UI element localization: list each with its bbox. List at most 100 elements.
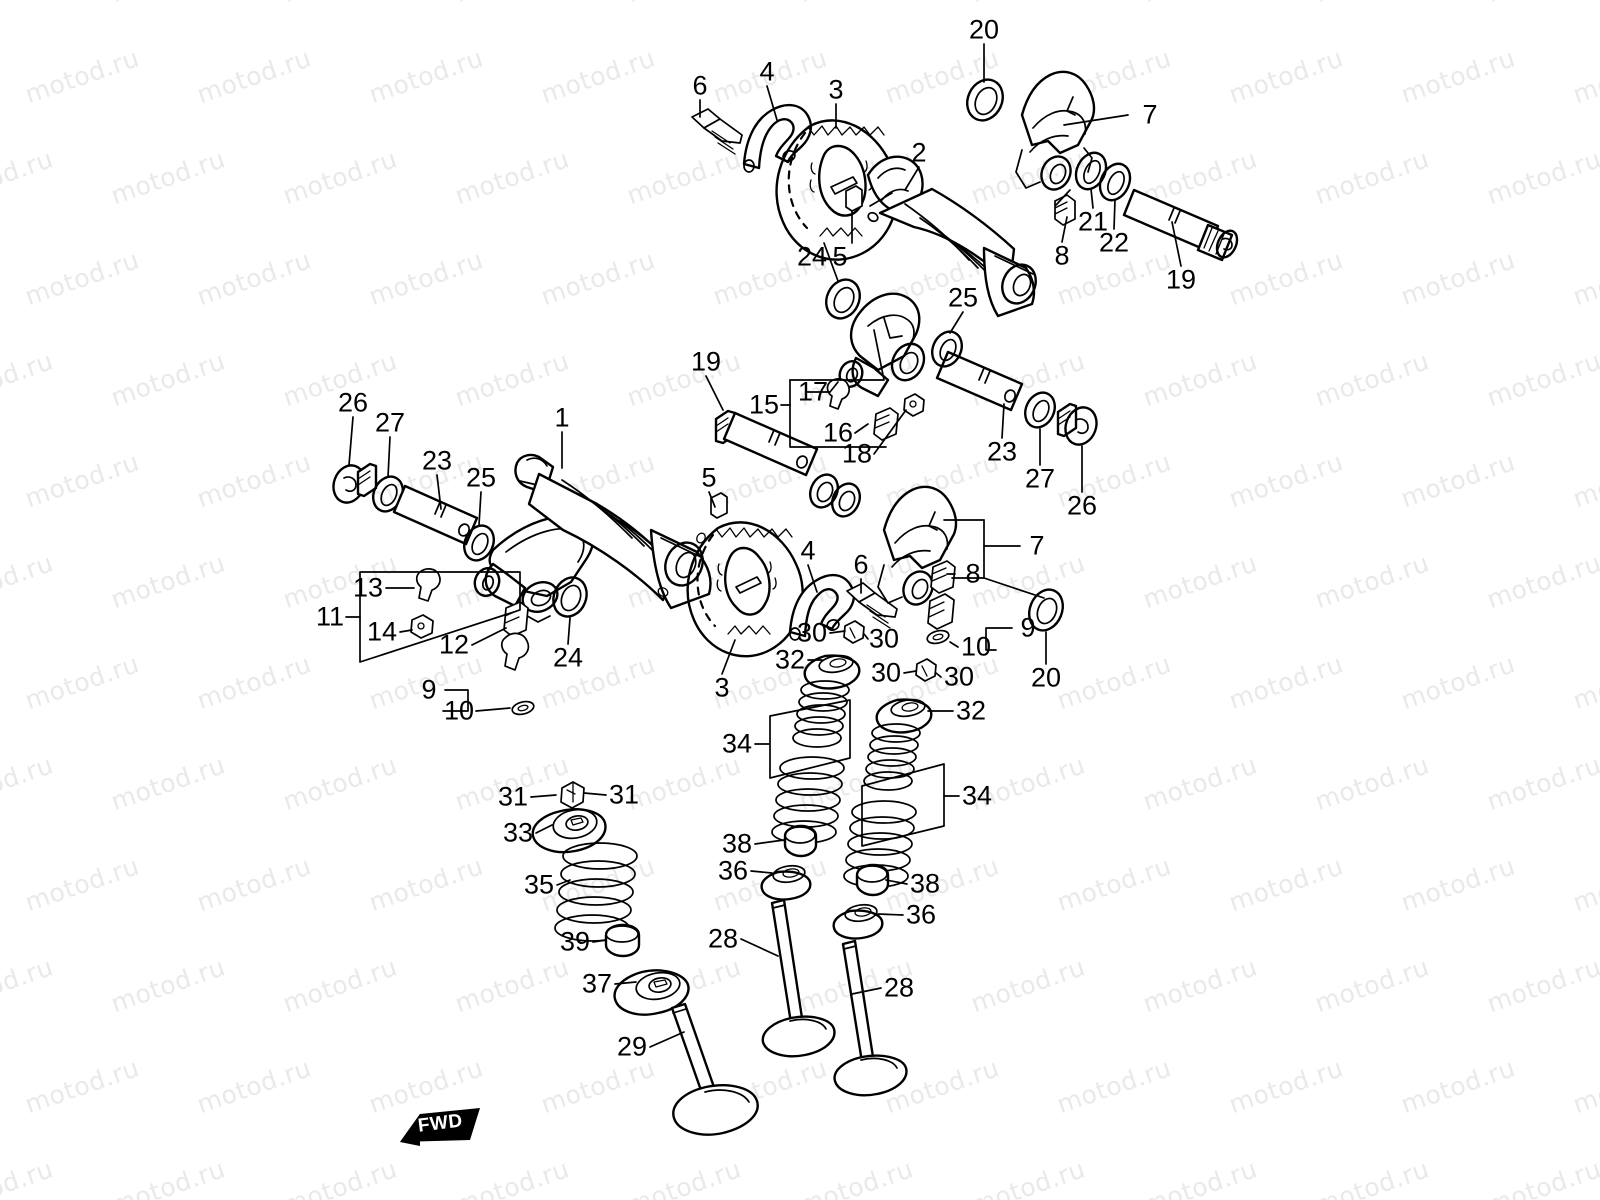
- callout-number[interactable]: 26: [337, 387, 369, 418]
- callout-number[interactable]: 11: [315, 601, 345, 632]
- callout-number[interactable]: 39: [559, 926, 591, 957]
- callout-number[interactable]: 7: [1029, 530, 1045, 561]
- callout-number[interactable]: 16: [822, 417, 854, 448]
- part-10-gasket-washer-left: [511, 700, 535, 716]
- leader-lines: [345, 43, 1182, 1048]
- callout-number[interactable]: 28: [883, 972, 915, 1003]
- callout-number[interactable]: 14: [366, 616, 398, 647]
- callout-number[interactable]: 4: [759, 56, 775, 87]
- callout-number[interactable]: 19: [690, 346, 722, 377]
- callout-number[interactable]: 29: [616, 1031, 648, 1062]
- callout-number[interactable]: 36: [717, 855, 749, 886]
- part-22-washer-mid: [809, 473, 839, 509]
- part-27-oring-mid-right: [1024, 391, 1056, 429]
- callout-number[interactable]: 13: [352, 572, 384, 603]
- callout-number[interactable]: 23: [421, 445, 453, 476]
- callout-number[interactable]: 12: [438, 629, 470, 660]
- part-18-nut: [903, 393, 925, 417]
- part-19-rocker-shaft-top: [1122, 188, 1239, 262]
- part-24-oil-seal-top: [825, 278, 861, 320]
- part-36-spring-seat-right: [832, 903, 884, 940]
- callout-number[interactable]: 34: [961, 780, 993, 811]
- callout-number[interactable]: 19: [1165, 264, 1197, 295]
- part-38-stem-seal-left: [783, 824, 818, 858]
- callout-number[interactable]: 9: [421, 674, 437, 705]
- callout-number[interactable]: 21: [1077, 206, 1109, 237]
- callout-number[interactable]: 36: [905, 899, 937, 930]
- part-16-tappet-adjuster: [873, 407, 899, 441]
- callout-number[interactable]: 32: [774, 644, 806, 675]
- callout-number[interactable]: 30: [943, 661, 975, 692]
- callout-number[interactable]: 32: [955, 695, 987, 726]
- part-8-dowel-top: [1054, 194, 1076, 226]
- callout-number[interactable]: 30: [868, 623, 900, 654]
- callout-number[interactable]: 24: [796, 241, 828, 272]
- callout-number[interactable]: 20: [968, 14, 1000, 45]
- callout-number[interactable]: 22: [1098, 227, 1130, 258]
- callout-number[interactable]: 33: [502, 817, 534, 848]
- callout-number[interactable]: 20: [1030, 662, 1062, 693]
- callout-number[interactable]: 27: [374, 407, 406, 438]
- callout-number[interactable]: 9: [1020, 612, 1036, 643]
- callout-number[interactable]: 10: [960, 631, 992, 662]
- part-14-lock-nut: [410, 614, 434, 639]
- part-5-dowel-top: [845, 185, 863, 212]
- callout-number[interactable]: 10: [443, 695, 475, 726]
- part-36-spring-seat-left: [760, 864, 812, 901]
- part-10-gasket-washer-lower: [926, 629, 950, 645]
- part-30-cotters: [843, 620, 937, 682]
- callout-number[interactable]: 4: [800, 535, 816, 566]
- callout-number[interactable]: 24: [552, 642, 584, 673]
- callout-number[interactable]: 27: [1024, 463, 1056, 494]
- part-33-retainer: [531, 808, 607, 854]
- callout-number[interactable]: 38: [721, 828, 753, 859]
- callout-number[interactable]: 30: [870, 657, 902, 688]
- callout-number[interactable]: 30: [796, 617, 828, 648]
- callout-number[interactable]: 23: [986, 436, 1018, 467]
- callout-number[interactable]: 2: [911, 137, 927, 168]
- callout-number[interactable]: 6: [853, 549, 869, 580]
- callout-number[interactable]: 1: [554, 402, 570, 433]
- callout-number[interactable]: 37: [581, 968, 613, 999]
- callout-number[interactable]: 31: [497, 781, 529, 812]
- callout-number[interactable]: 3: [714, 672, 730, 703]
- callout-number[interactable]: 28: [707, 923, 739, 954]
- callout-number[interactable]: 35: [523, 869, 555, 900]
- part-20-o-ring-top: [966, 78, 1004, 122]
- part-25-spacer-left: [463, 524, 495, 562]
- callout-number[interactable]: 5: [832, 241, 848, 272]
- part-32-retainer-left: [803, 654, 861, 690]
- callout-number[interactable]: 7: [1142, 99, 1158, 130]
- callout-number[interactable]: 26: [1066, 490, 1098, 521]
- callout-number[interactable]: 3: [828, 74, 844, 105]
- callout-number[interactable]: 8: [1054, 240, 1070, 271]
- part-6-bolt-top: [691, 108, 743, 155]
- part-23-rocker-shaft-mid-right: [935, 350, 1024, 412]
- part-28-exhaust-valve-a: [761, 898, 836, 1058]
- callout-number[interactable]: 15: [748, 389, 780, 420]
- part-7-rocker-holder-top: [1015, 70, 1096, 191]
- callout-number[interactable]: 31: [608, 779, 640, 810]
- callout-number[interactable]: 5: [701, 462, 717, 493]
- part-31-cotters: [560, 781, 585, 809]
- callout-number[interactable]: 8: [965, 558, 981, 589]
- part-26-end-cap-mid-right: [1056, 402, 1098, 446]
- callout-number[interactable]: 34: [721, 728, 753, 759]
- part-2-camshaft-rear: [866, 155, 1037, 318]
- callout-number[interactable]: 6: [692, 70, 708, 101]
- part-1-camshaft-front: [514, 453, 712, 610]
- callout-number[interactable]: 38: [909, 868, 941, 899]
- part-38-stem-seal-right: [855, 863, 890, 897]
- part-4-guide-plate-lower: [788, 573, 856, 641]
- part-9-tappet-screw-lower: [927, 593, 955, 630]
- callout-number[interactable]: 18: [841, 438, 873, 469]
- fwd-arrow-icon: [400, 1108, 480, 1146]
- callout-number[interactable]: 17: [797, 376, 829, 407]
- callout-number[interactable]: 25: [465, 462, 497, 493]
- callout-number[interactable]: 25: [947, 282, 979, 313]
- part-34-spring-left-inner: [792, 680, 850, 748]
- part-34-spring-right-inner: [863, 723, 921, 791]
